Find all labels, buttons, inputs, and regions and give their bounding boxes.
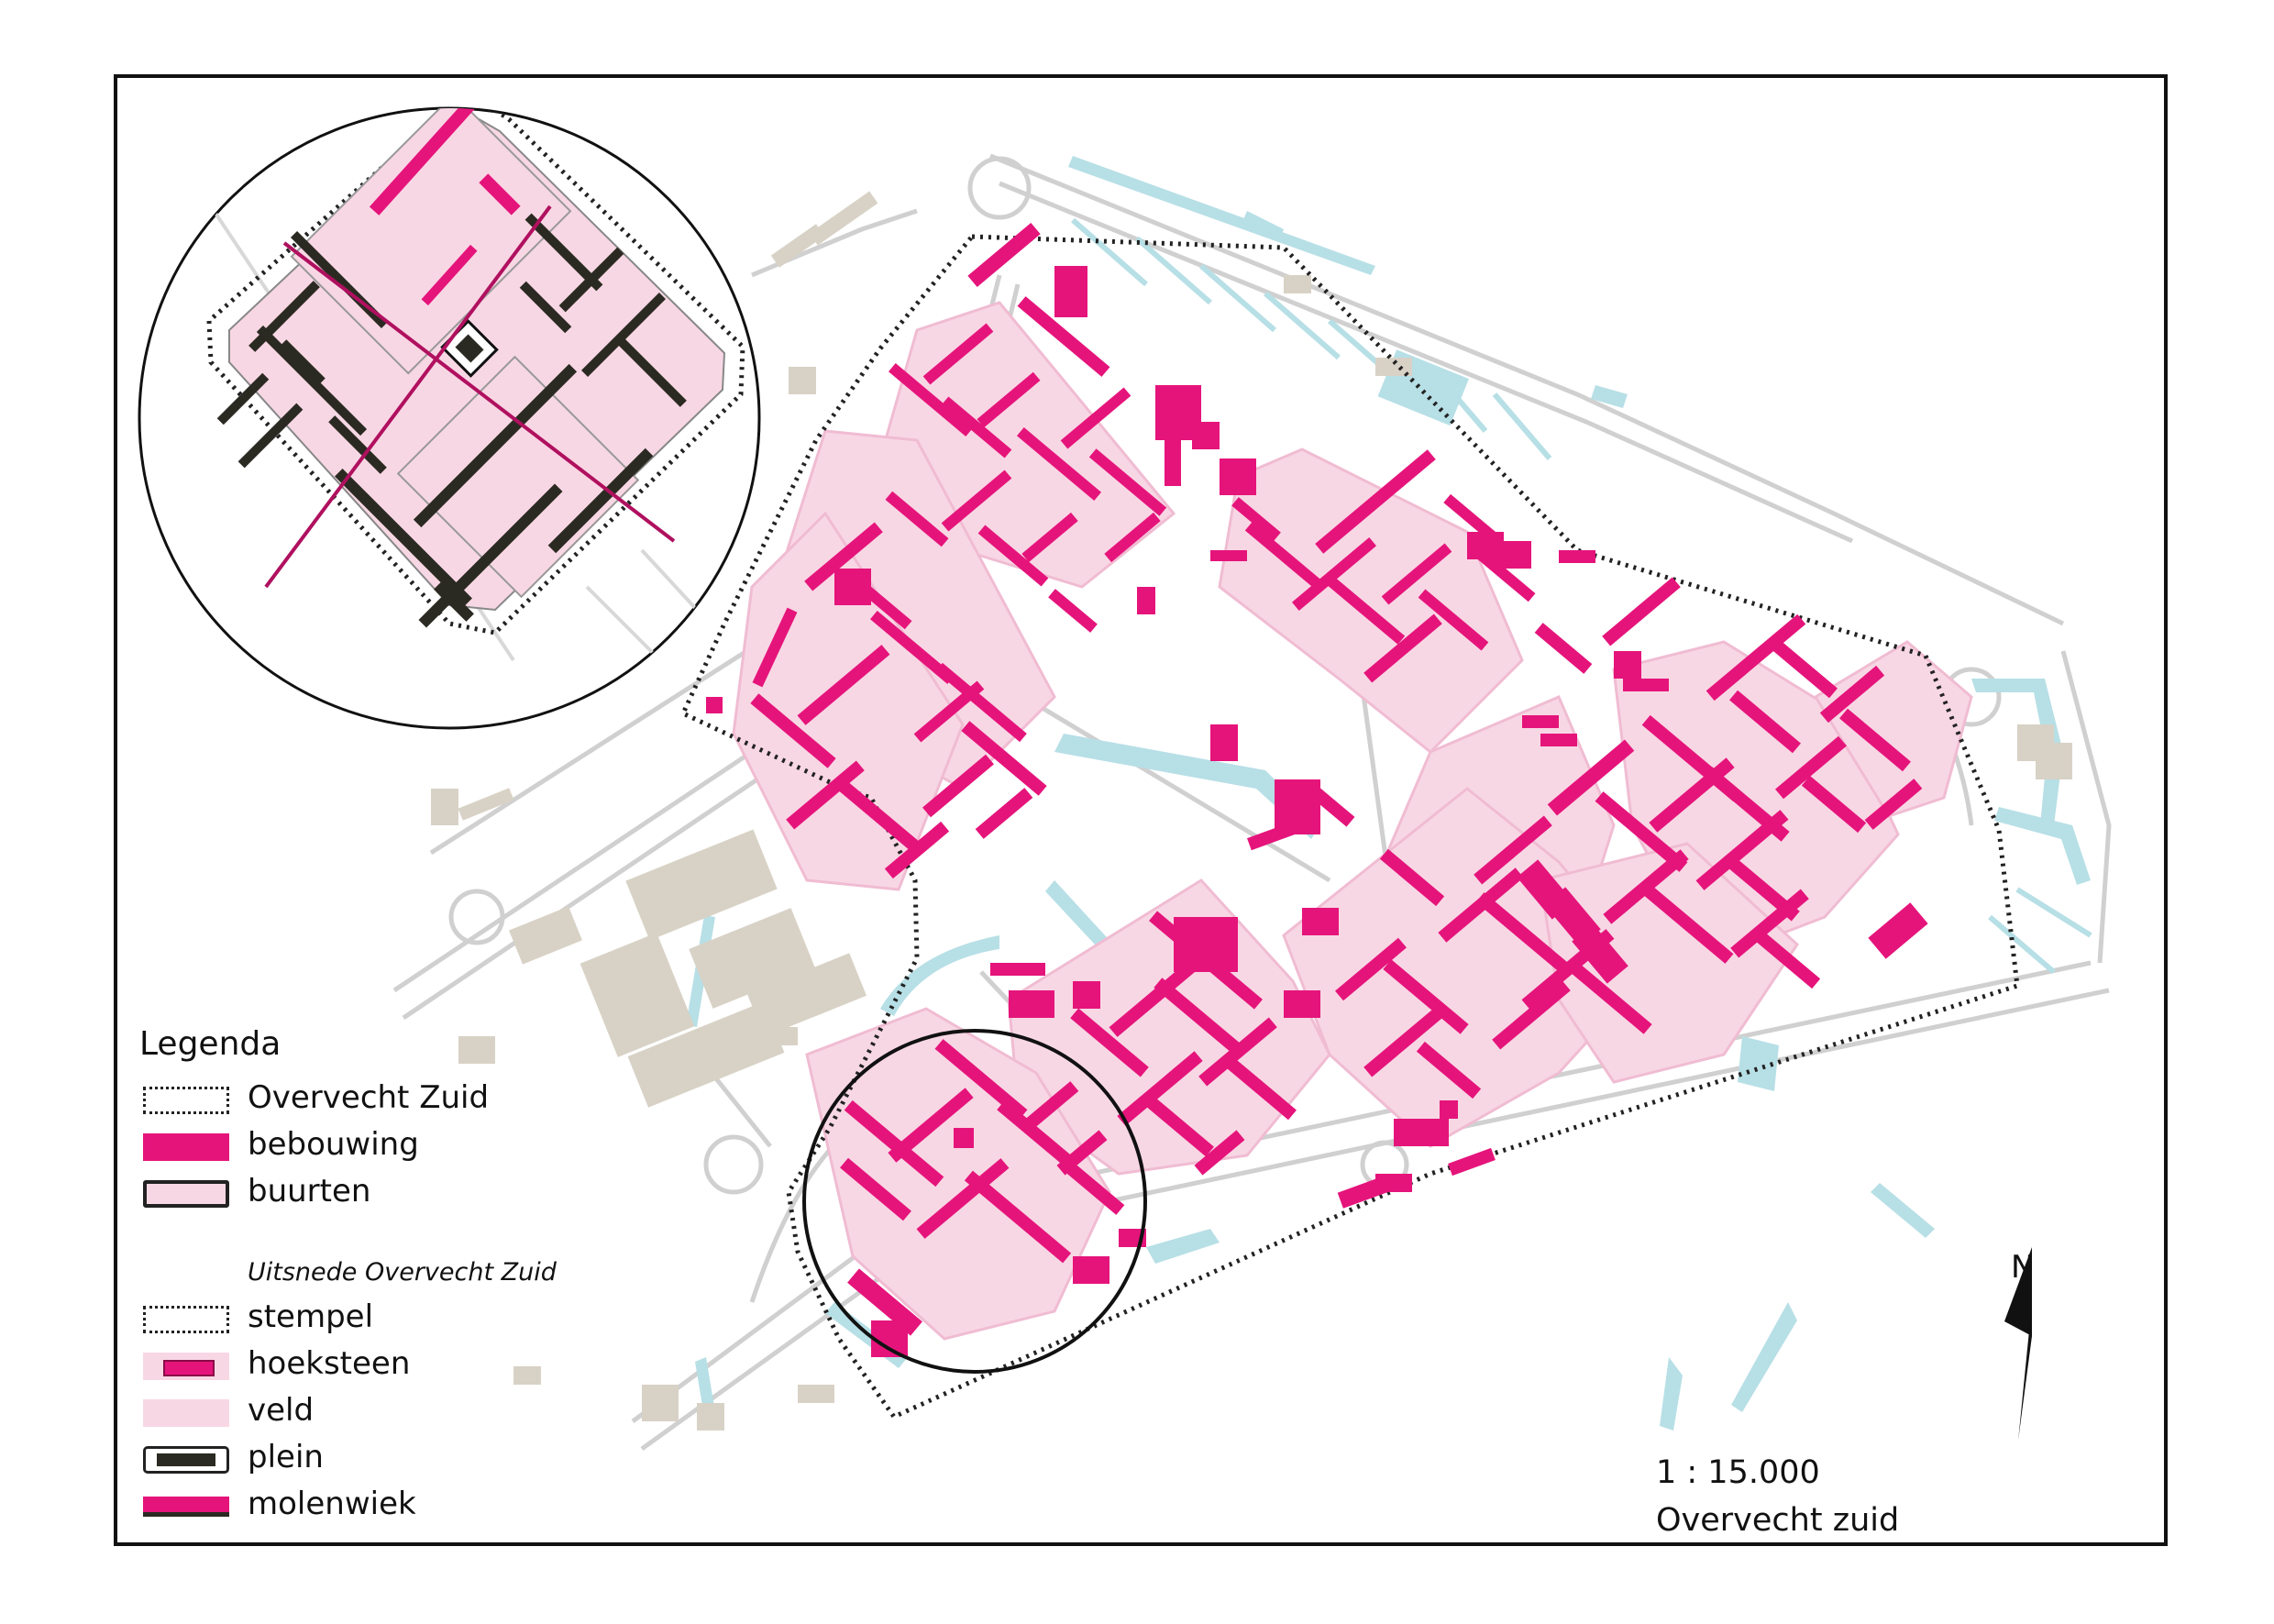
legend-label: hoeksteen	[248, 1345, 411, 1382]
legend-label: stempel	[248, 1298, 374, 1335]
legend-subtitle: Uitsnede Overvecht Zuid	[248, 1258, 557, 1287]
canals	[1071, 217, 2092, 975]
inset-molenwiek	[264, 204, 676, 589]
legend-label: veld	[248, 1392, 315, 1429]
legend-swatch-veld	[143, 1399, 229, 1427]
legend-swatch-dotted	[143, 1087, 229, 1114]
legend-label: molenwiek	[248, 1486, 416, 1522]
legend-swatch-dotted	[143, 1306, 229, 1333]
uitsnede-circle	[802, 1029, 1147, 1374]
legend-swatch-hoeksteen	[143, 1353, 229, 1380]
inset-hoeksteen	[369, 108, 521, 306]
legend-swatch-pink	[143, 1180, 229, 1208]
legend-swatch-magenta	[143, 1133, 229, 1161]
legend-label: plein	[248, 1439, 324, 1475]
inset-stempel	[206, 108, 745, 635]
bebouwing	[706, 222, 1928, 1357]
legend-swatch-plein	[143, 1446, 229, 1474]
legend-title: Legenda	[139, 1025, 281, 1063]
north-arrow[interactable]	[2004, 1247, 2032, 1441]
legend-label: buurten	[248, 1173, 371, 1210]
legend-label: Overvecht Zuid	[248, 1079, 490, 1116]
scale-name: Overvecht zuid	[1656, 1502, 1900, 1539]
inset-map	[138, 106, 761, 730]
context-buildings	[431, 191, 2072, 1431]
north-label: N	[2011, 1249, 2035, 1286]
legend-swatch-molenwiek	[143, 1497, 229, 1517]
legend-label: bebouwing	[248, 1126, 419, 1163]
scale-ratio: 1 : 15.000	[1656, 1454, 1820, 1491]
